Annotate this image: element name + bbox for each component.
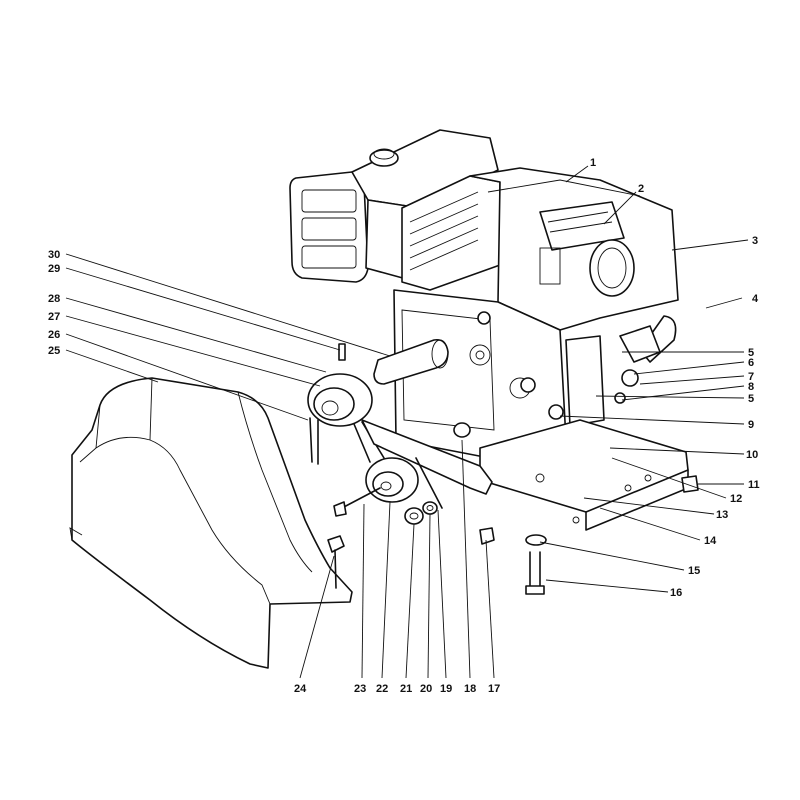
drive-pulleys	[307, 343, 495, 545]
callout-6: 6	[748, 357, 754, 369]
engine-assembly	[289, 129, 679, 466]
callout-5-upper: 5	[748, 347, 754, 359]
callout-27: 27	[48, 311, 60, 323]
leader-lines	[65, 165, 749, 679]
callout-20: 20	[420, 683, 432, 695]
callout-25: 25	[48, 345, 60, 357]
callout-22: 22	[376, 683, 388, 695]
callout-14: 14	[704, 535, 717, 547]
callout-29: 29	[48, 263, 60, 275]
bolt-16	[525, 534, 547, 595]
callout-8: 8	[748, 381, 754, 393]
callout-10: 10	[746, 449, 758, 461]
callout-21: 21	[400, 683, 412, 695]
callout-23: 23	[354, 683, 366, 695]
callout-26: 26	[48, 329, 60, 341]
bolt-24	[327, 535, 345, 589]
callout-16: 16	[670, 587, 682, 599]
callout-9: 9	[748, 419, 754, 431]
callout-19: 19	[440, 683, 452, 695]
callout-17: 17	[488, 683, 500, 695]
callout-7: 7	[748, 371, 754, 383]
callout-3: 3	[752, 235, 758, 247]
callout-labels: 1 2 3 4 5 6 7 8 5 9 10 11 12 13 14 15 16…	[48, 157, 760, 695]
callout-30: 30	[48, 249, 60, 261]
callout-13: 13	[716, 509, 728, 521]
callout-5-lower: 5	[748, 393, 754, 405]
callout-28: 28	[48, 293, 60, 305]
callout-1: 1	[590, 157, 596, 169]
callout-24: 24	[294, 683, 307, 695]
callout-18: 18	[464, 683, 476, 695]
belt-guard	[69, 377, 353, 669]
callout-12: 12	[730, 493, 742, 505]
callout-11: 11	[748, 479, 760, 491]
callout-15: 15	[688, 565, 700, 577]
callout-2: 2	[638, 183, 644, 195]
callout-4: 4	[752, 293, 759, 305]
